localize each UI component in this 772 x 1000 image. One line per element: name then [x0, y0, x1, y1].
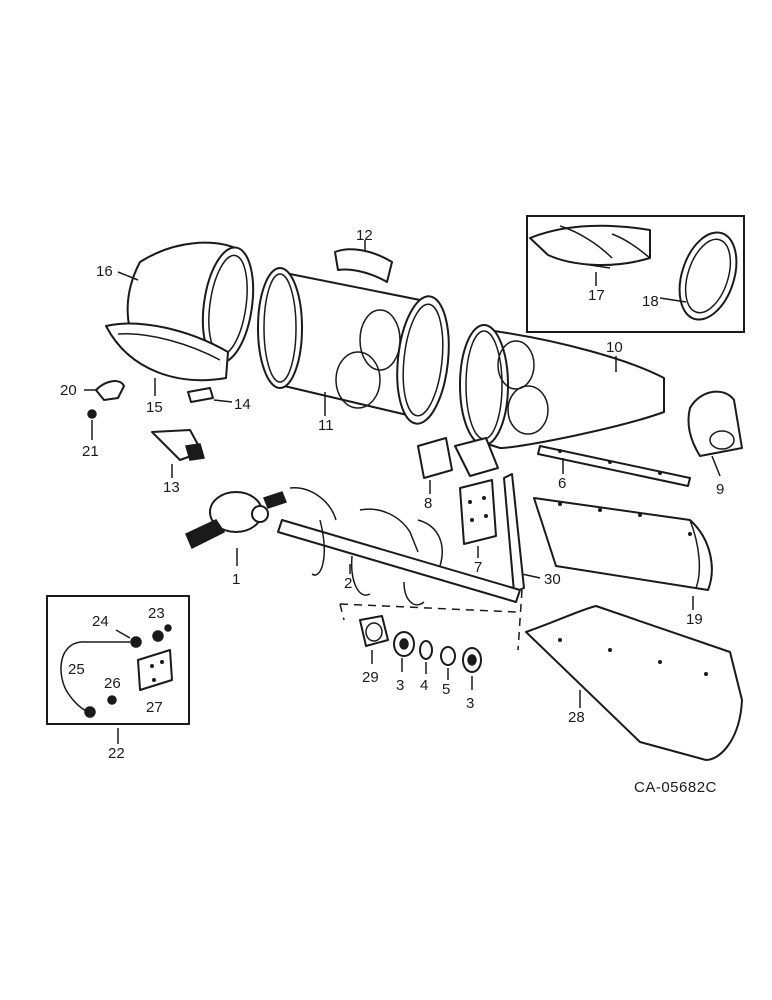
callout-30: 30 [544, 571, 561, 588]
part-16-elbow-hood [105, 241, 255, 396]
callout-11: 11 [318, 417, 334, 434]
part-21-fastener [87, 409, 97, 440]
callout-21: 21 [82, 443, 99, 460]
callout-26: 26 [104, 675, 121, 692]
callout-3a: 3 [396, 677, 404, 694]
drawing-reference-code: CA-05682C [634, 779, 717, 796]
part-11-cylinder [257, 267, 450, 425]
callout-12: 12 [356, 227, 373, 244]
callout-5: 5 [442, 681, 450, 698]
callout-15: 15 [146, 399, 163, 416]
part-20-clamp [84, 380, 125, 401]
callout-13: 13 [163, 479, 180, 496]
callout-2: 2 [344, 575, 352, 592]
part-2-auger [277, 487, 521, 606]
callout-9: 9 [716, 481, 724, 498]
callout-16: 16 [96, 263, 113, 280]
part-4-ring [419, 640, 433, 674]
callout-29: 29 [362, 669, 379, 686]
callout-24: 24 [92, 613, 109, 630]
callout-20: 20 [60, 382, 77, 399]
callout-18: 18 [642, 293, 659, 310]
callout-10: 10 [606, 339, 623, 356]
callout-17: 17 [588, 287, 605, 304]
inset-box-17-18 [526, 215, 745, 333]
part-19-trough [533, 497, 713, 610]
callout-23: 23 [148, 605, 165, 622]
part-9-end-cap [687, 390, 743, 477]
part-13-bracket [151, 429, 205, 478]
callout-28: 28 [568, 709, 585, 726]
part-7-plate [454, 437, 499, 558]
callout-22: 22 [108, 745, 125, 762]
part-1-gearbox [185, 491, 287, 566]
part-28-chute [525, 605, 743, 761]
callout-7: 7 [474, 559, 482, 576]
part-14-clip [187, 387, 233, 403]
callout-8: 8 [424, 495, 432, 512]
part-29-bearing-flange [359, 615, 389, 664]
callout-labels: 1 2 3 4 5 6 7 8 9 10 11 12 13 14 15 16 1… [60, 227, 724, 762]
callout-27: 27 [146, 699, 163, 716]
callout-1: 1 [232, 571, 240, 588]
inset-box-22-27 [46, 595, 190, 744]
callout-3b: 3 [466, 695, 474, 712]
callout-19: 19 [686, 611, 703, 628]
callout-14: 14 [234, 396, 251, 413]
part-12-curved-plate [334, 240, 393, 283]
part-5-ring [440, 646, 456, 680]
callout-6: 6 [558, 475, 566, 492]
part-3-bearing-a [393, 631, 415, 672]
callout-4: 4 [420, 677, 428, 694]
part-30-upright-bar [503, 473, 541, 593]
part-6-rail [537, 445, 691, 487]
part-3-bearing-b [462, 647, 482, 690]
callout-25: 25 [68, 661, 85, 678]
part-10-rear-cylinder [459, 324, 665, 449]
part-8-bracket [417, 437, 453, 494]
